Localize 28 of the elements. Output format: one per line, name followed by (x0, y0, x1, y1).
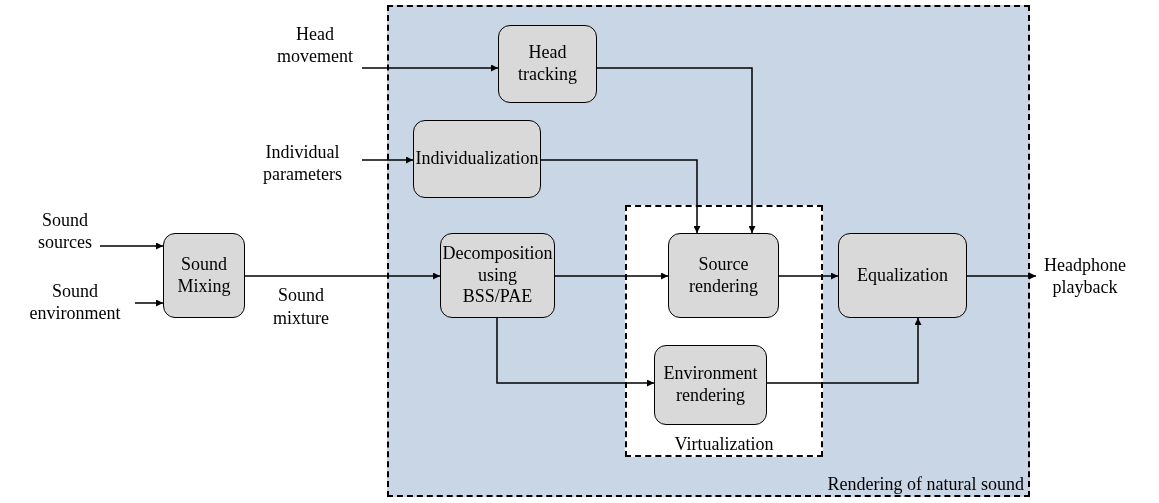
arrow (244, 272, 441, 280)
process-box: Individualization (413, 120, 541, 198)
arrow (966, 272, 1037, 280)
process-box: Head tracking (498, 25, 597, 103)
arrow (496, 317, 655, 387)
process-box: Decomposition using BSS/PAE (440, 233, 555, 318)
arrow (134, 299, 164, 307)
input-label: Individual parameters (243, 138, 362, 188)
arrow (778, 272, 839, 280)
arrow (596, 67, 756, 234)
output-label: Headphone playback (1036, 251, 1134, 301)
arrow (540, 159, 701, 234)
input-label: Sound sources (30, 206, 100, 256)
arrow (766, 317, 922, 384)
group-region (387, 5, 1030, 497)
arrow (361, 156, 414, 164)
group-label: Rendering of natural sound (827, 474, 1024, 495)
group-label: Virtualization (674, 434, 774, 455)
process-box: Environment rendering (654, 345, 767, 425)
arrow (99, 242, 164, 250)
arrow (554, 272, 669, 280)
input-label: Sound environment (15, 278, 135, 326)
process-box: Equalization (838, 233, 967, 318)
input-label: Head movement (268, 20, 362, 70)
arrow (361, 64, 499, 72)
process-box: Source rendering (668, 233, 779, 318)
group-region (625, 205, 823, 457)
process-box: Sound Mixing (163, 233, 245, 318)
